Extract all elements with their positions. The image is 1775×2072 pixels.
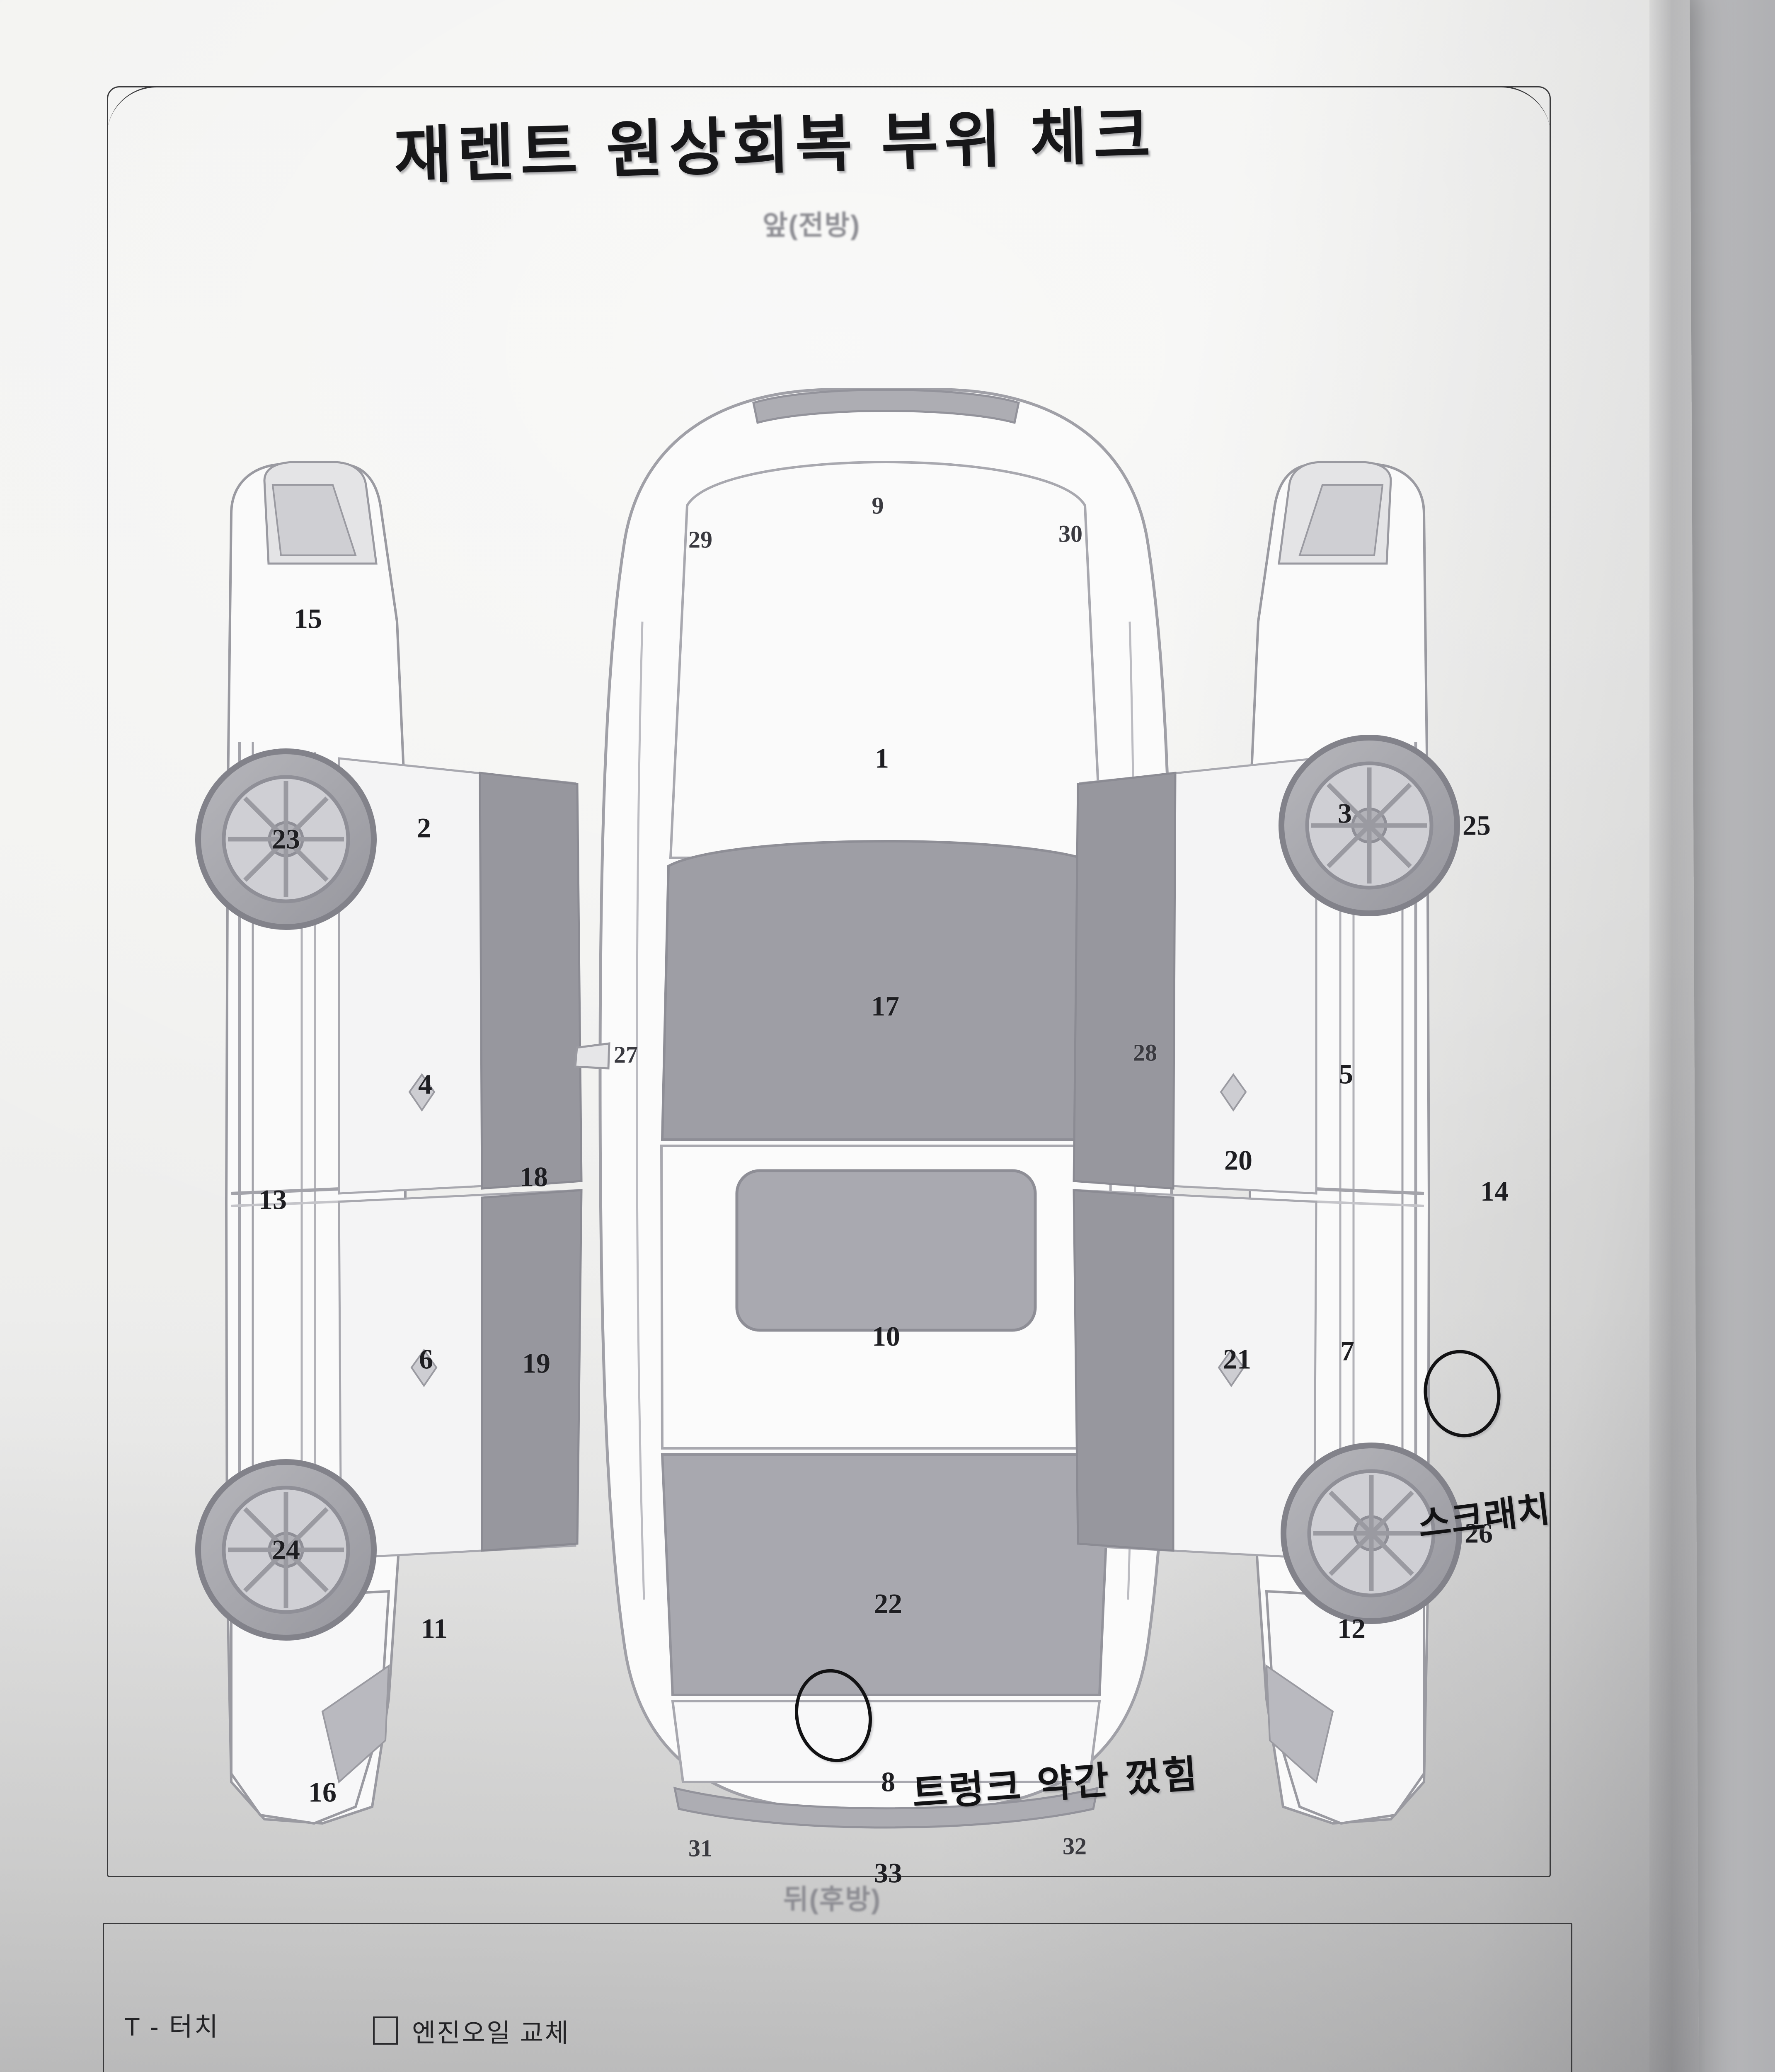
engine-oil-label: 엔진오일 교체 <box>412 2019 570 2048</box>
part-number-29: 29 <box>688 526 712 553</box>
part-number-14: 14 <box>1480 1175 1509 1207</box>
part-number-6: 6 <box>419 1343 433 1375</box>
part-number-19: 19 <box>522 1347 550 1379</box>
part-number-15: 15 <box>294 603 322 634</box>
part-number-27: 27 <box>614 1041 638 1068</box>
part-number-31: 31 <box>688 1835 712 1862</box>
direction-label-rear: 뒤(후방) <box>783 1884 881 1915</box>
part-number-9: 9 <box>872 492 884 519</box>
part-number-8: 8 <box>881 1766 895 1798</box>
part-number-4: 4 <box>418 1068 432 1100</box>
vehicle-diagram-svg <box>195 388 1462 1829</box>
vehicle-diagram <box>107 249 1548 1865</box>
part-number-22: 22 <box>874 1588 902 1619</box>
part-number-20: 20 <box>1224 1144 1252 1176</box>
part-number-28: 28 <box>1133 1039 1157 1066</box>
part-number-3: 3 <box>1338 797 1352 829</box>
part-number-21: 21 <box>1223 1343 1251 1375</box>
right-side-view <box>1073 461 1462 1825</box>
part-number-25: 25 <box>1463 809 1491 841</box>
legend-item-touch: T - 터치 <box>124 2013 220 2041</box>
part-number-17: 17 <box>871 990 899 1022</box>
part-number-33: 33 <box>874 1857 902 1889</box>
part-number-11: 11 <box>421 1612 448 1644</box>
part-number-2: 2 <box>417 812 431 844</box>
part-number-26: 26 <box>1465 1517 1493 1549</box>
engine-oil-change-row[interactable]: 엔진오일 교체 <box>373 2012 569 2049</box>
part-number-24: 24 <box>272 1534 300 1566</box>
part-number-10: 10 <box>872 1320 900 1352</box>
part-number-18: 18 <box>520 1161 548 1193</box>
top-view <box>574 388 1198 1829</box>
left-side-view <box>195 461 583 1825</box>
inspection-diagram-frame <box>107 86 1551 1877</box>
part-number-1: 1 <box>875 742 889 774</box>
legend-frame <box>103 1923 1572 2072</box>
part-number-7: 7 <box>1340 1335 1354 1367</box>
direction-label-front: 앞(전방) <box>763 210 861 240</box>
part-number-16: 16 <box>308 1776 337 1808</box>
part-number-13: 13 <box>259 1184 287 1215</box>
part-number-5: 5 <box>1339 1058 1353 1090</box>
part-number-30: 30 <box>1058 520 1082 547</box>
part-number-32: 32 <box>1063 1832 1087 1860</box>
part-number-12: 12 <box>1337 1612 1366 1644</box>
part-number-23: 23 <box>272 823 300 855</box>
engine-oil-checkbox[interactable] <box>373 2016 398 2045</box>
